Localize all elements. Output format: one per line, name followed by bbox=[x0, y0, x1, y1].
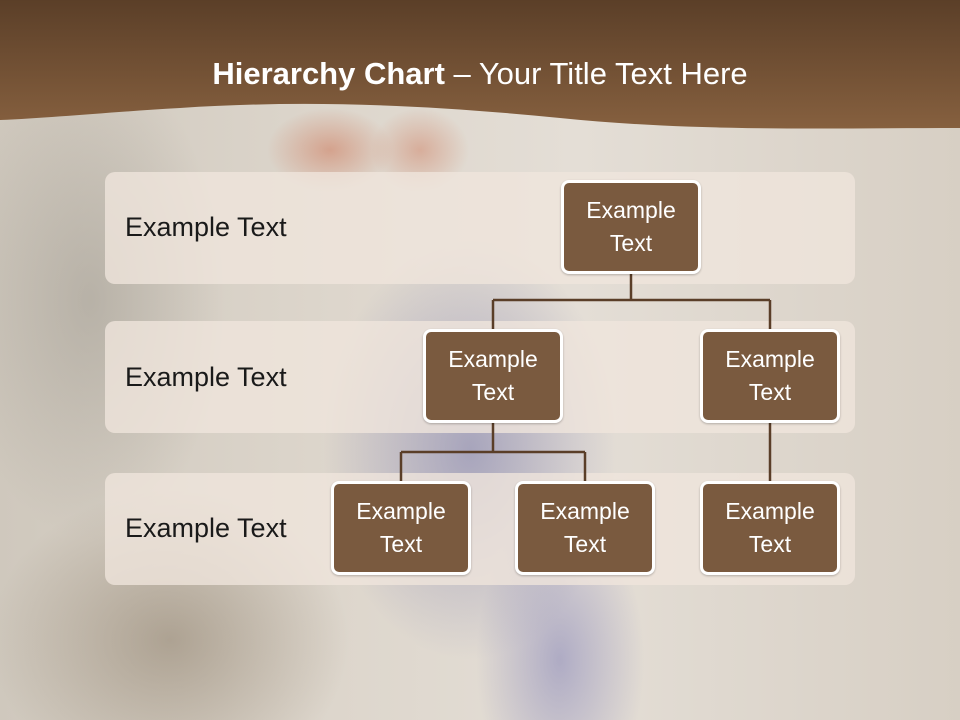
node-level2-right[interactable]: Example Text bbox=[700, 329, 840, 423]
level-label-3: Example Text bbox=[125, 513, 287, 543]
title-bold: Hierarchy Chart bbox=[212, 56, 445, 91]
header-band bbox=[0, 0, 960, 129]
node-root[interactable]: Example Text bbox=[561, 180, 701, 274]
title-rest: – Your Title Text Here bbox=[444, 56, 748, 91]
node-level3-c-label: Example Text bbox=[725, 498, 815, 557]
node-level3-b-label: Example Text bbox=[540, 498, 630, 557]
slide-title: Hierarchy Chart – Your Title Text Here bbox=[0, 54, 960, 94]
node-level3-b[interactable]: Example Text bbox=[515, 481, 655, 575]
node-level3-a[interactable]: Example Text bbox=[331, 481, 471, 575]
node-level2-left-label: Example Text bbox=[448, 346, 538, 405]
node-root-label: Example Text bbox=[586, 197, 676, 256]
level-label-1: Example Text bbox=[125, 212, 287, 242]
level-band-1 bbox=[105, 172, 855, 284]
level-label-2: Example Text bbox=[125, 362, 287, 392]
node-level3-a-label: Example Text bbox=[356, 498, 446, 557]
node-level2-left[interactable]: Example Text bbox=[423, 329, 563, 423]
node-level3-c[interactable]: Example Text bbox=[700, 481, 840, 575]
node-level2-right-label: Example Text bbox=[725, 346, 815, 405]
